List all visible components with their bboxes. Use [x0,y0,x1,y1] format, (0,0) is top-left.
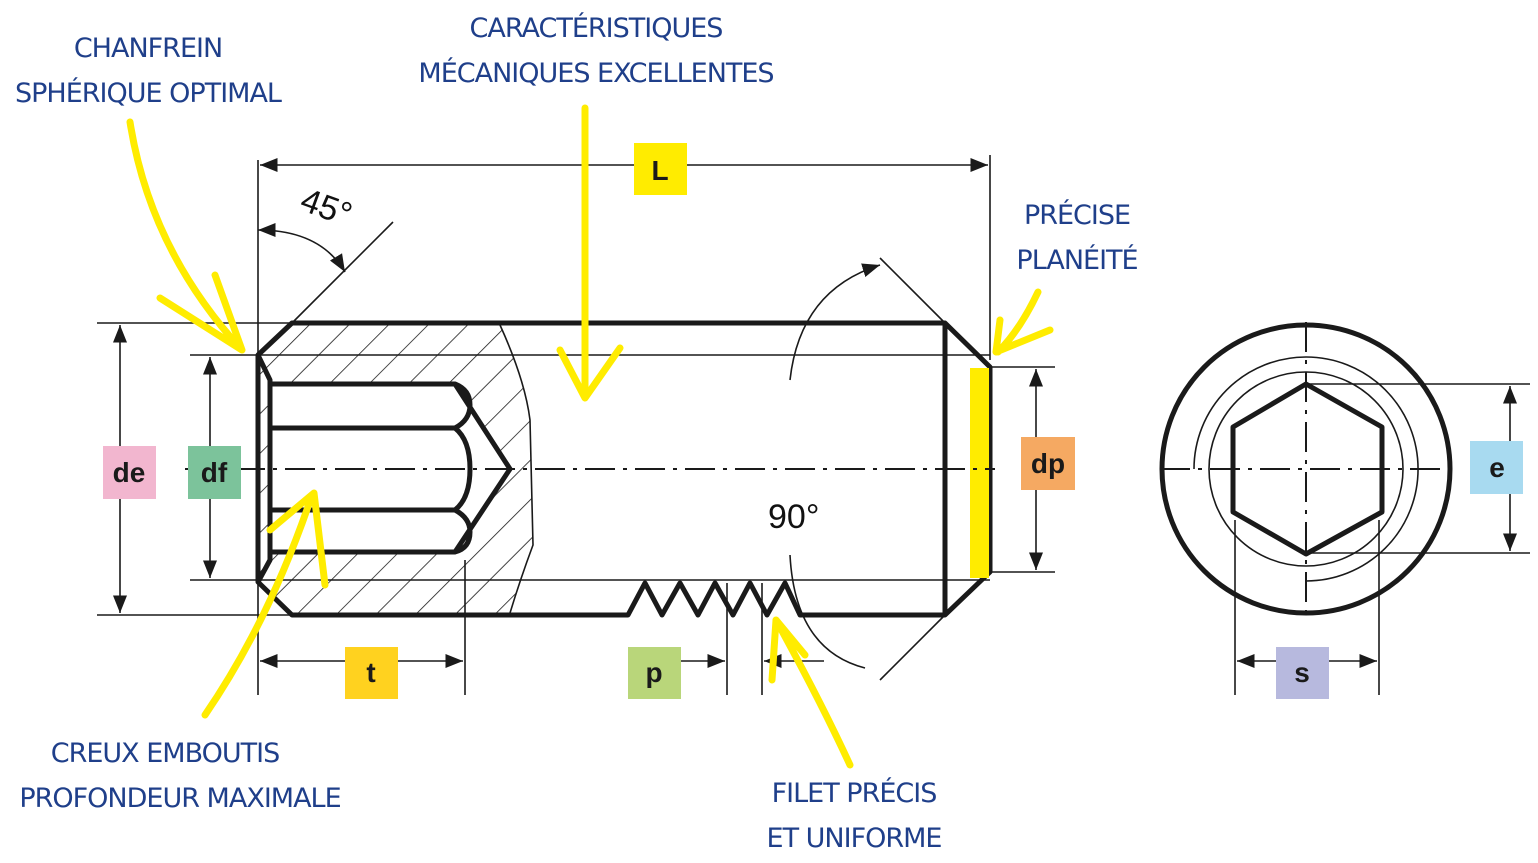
callout-creux-line2: PROFONDEUR MAXIMALE [19,783,340,814]
screw-end-view [1159,322,1530,695]
flat-point-highlight [970,368,989,578]
callout-caracteristiques-line1: CARACTÉRISTIQUES [470,12,723,44]
callout-planeite-line2: PLANÉITÉ [1016,244,1137,276]
dim-label-dp: dp [1021,437,1075,490]
callout-filet-line1: FILET PRÉCIS [772,777,937,809]
dim-label-e: e [1470,441,1523,494]
angle-45-label: 45° [296,181,357,234]
svg-text:e: e [1489,452,1505,483]
callout-chanfrein-line2: SPHÉRIQUE OPTIMAL [15,77,282,109]
angle-90-label: 90° [768,498,819,536]
svg-text:de: de [113,457,146,488]
callout-chanfrein-line1: CHANFREIN [74,33,222,64]
callout-planeite-line1: PRÉCISE [1024,199,1130,231]
dim-label-s: s [1276,647,1329,699]
callout-filet-line2: ET UNIFORME [767,823,942,854]
dim-label-p: p [628,647,681,699]
svg-text:t: t [366,657,375,688]
dim-label-L: L [634,143,687,195]
dim-label-de: de [103,446,156,499]
dim-label-t: t [345,647,398,699]
svg-text:L: L [651,155,668,186]
svg-text:dp: dp [1031,448,1065,479]
callout-creux-line1: CREUX EMBOUTIS [51,738,280,769]
svg-text:s: s [1294,657,1310,688]
callout-caracteristiques-line2: MÉCANIQUES EXCELLENTES [418,57,773,89]
dim-label-df: df [188,446,241,499]
svg-text:p: p [645,657,662,688]
svg-text:df: df [201,457,228,488]
highlight-arrows [126,104,1054,769]
screw-side-view [97,155,1055,695]
